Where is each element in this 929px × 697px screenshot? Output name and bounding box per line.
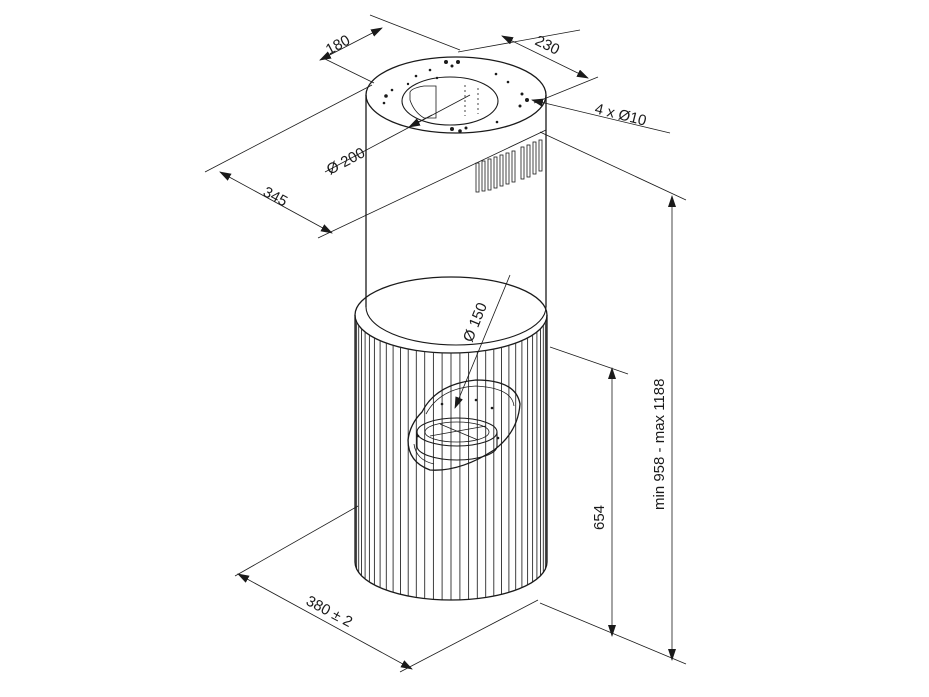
chimney-top-ring: [365, 56, 547, 134]
lower-hood-body: [354, 276, 548, 601]
dim-380: 380 ± 2: [303, 593, 355, 631]
dim-150: Ø 150: [460, 300, 491, 344]
dim-180: 180: [323, 32, 353, 59]
dimension-labels: 180 230 4 x Ø10 Ø 200 345 Ø 150 654 min …: [260, 32, 668, 631]
dim-200: Ø 200: [324, 144, 368, 178]
vent-slots: [475, 139, 543, 193]
mounting-holes: [382, 60, 529, 133]
upper-chimney: [365, 56, 547, 307]
duct-opening: [401, 76, 499, 126]
dim-height: min 958 - max 1188: [651, 379, 668, 510]
dimension-lines: [204, 14, 687, 673]
dim-345: 345: [260, 184, 290, 211]
front-opening: [407, 379, 521, 471]
dim-230: 230: [532, 32, 562, 58]
dim-654: 654: [591, 505, 608, 530]
dim-4x10: 4 x Ø10: [593, 100, 648, 129]
